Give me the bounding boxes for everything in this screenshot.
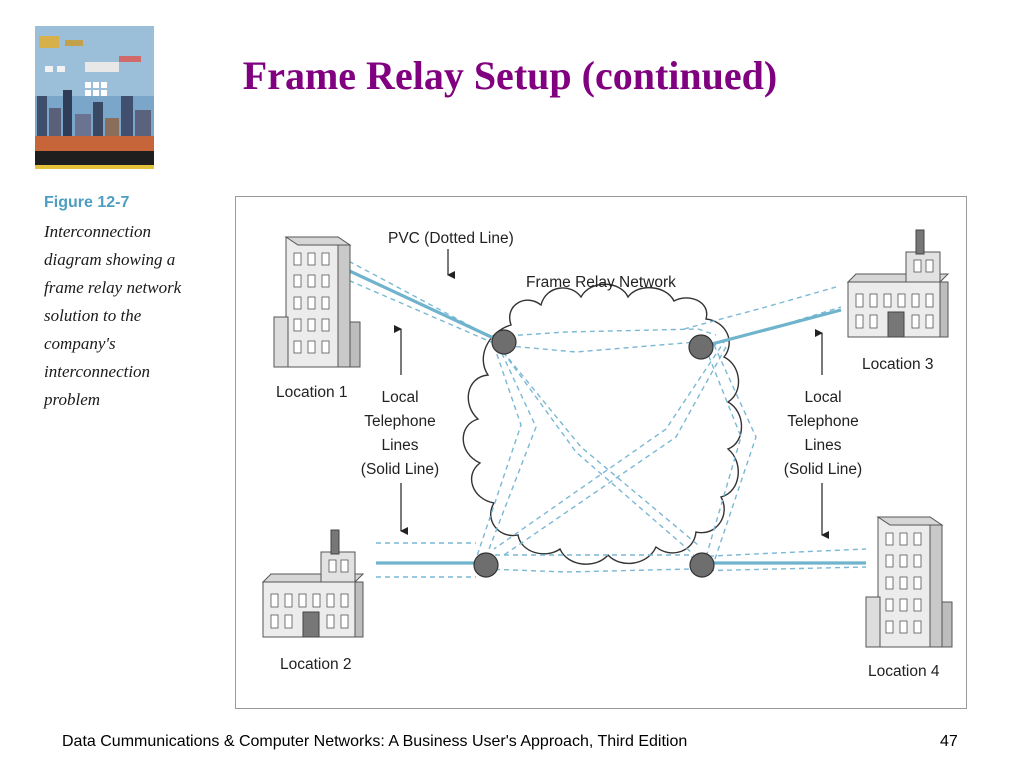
location-4-building xyxy=(865,516,953,648)
switch-node-4 xyxy=(689,552,715,578)
label-line: (Solid Line) xyxy=(361,461,439,478)
frame-relay-diagram: PVC (Dotted Line) Frame Relay Network Lo… xyxy=(235,196,967,709)
caption-line: frame relay network xyxy=(44,278,182,297)
left-local-lines-label: Local Telephone Lines (Solid Line) xyxy=(361,389,439,478)
caption-line: diagram showing a xyxy=(44,250,176,269)
label-line: Local xyxy=(381,389,418,406)
caption-line: interconnection xyxy=(44,362,151,381)
diagram-canvas: PVC (Dotted Line) Frame Relay Network Lo… xyxy=(262,229,953,680)
figure-description: Interconnection diagram showing a frame … xyxy=(44,218,224,414)
label-line: Lines xyxy=(804,437,841,454)
switch-node-3 xyxy=(688,334,714,360)
book-cover-art xyxy=(35,26,154,169)
label-line: (Solid Line) xyxy=(784,461,862,478)
location-3-building xyxy=(847,229,949,338)
location-2-label: Location 2 xyxy=(280,656,352,673)
switch-node-2 xyxy=(473,552,499,578)
right-local-lines-label: Local Telephone Lines (Solid Line) xyxy=(784,389,862,478)
location-1-building xyxy=(273,236,361,368)
slide-title: Frame Relay Setup (continued) xyxy=(242,53,778,98)
pvc-lines xyxy=(340,256,867,578)
network-label: Frame Relay Network xyxy=(526,274,676,291)
local-telephone-lines xyxy=(340,265,866,565)
switch-node-1 xyxy=(491,329,517,355)
caption-line: problem xyxy=(44,390,101,409)
location-2-building xyxy=(262,529,364,638)
label-line: Telephone xyxy=(364,413,436,430)
location-1-label: Location 1 xyxy=(276,384,348,401)
caption-line: Interconnection xyxy=(44,222,151,241)
label-line: Local xyxy=(804,389,841,406)
figure-number: Figure 12-7 xyxy=(44,194,130,211)
label-line: Telephone xyxy=(787,413,859,430)
frame-relay-cloud xyxy=(462,283,743,565)
footer-text: Data Cummunications & Computer Networks:… xyxy=(62,733,688,750)
label-line: Lines xyxy=(381,437,418,454)
page-number: 47 xyxy=(940,733,958,750)
pvc-label: PVC (Dotted Line) xyxy=(388,230,514,247)
figure-caption: Figure 12-7 Interconnection diagram show… xyxy=(44,194,224,414)
location-4-label: Location 4 xyxy=(868,663,940,680)
location-3-label: Location 3 xyxy=(862,356,934,373)
book-cover-image xyxy=(35,26,154,169)
caption-line: company's xyxy=(44,334,116,353)
caption-line: solution to the xyxy=(44,306,142,325)
